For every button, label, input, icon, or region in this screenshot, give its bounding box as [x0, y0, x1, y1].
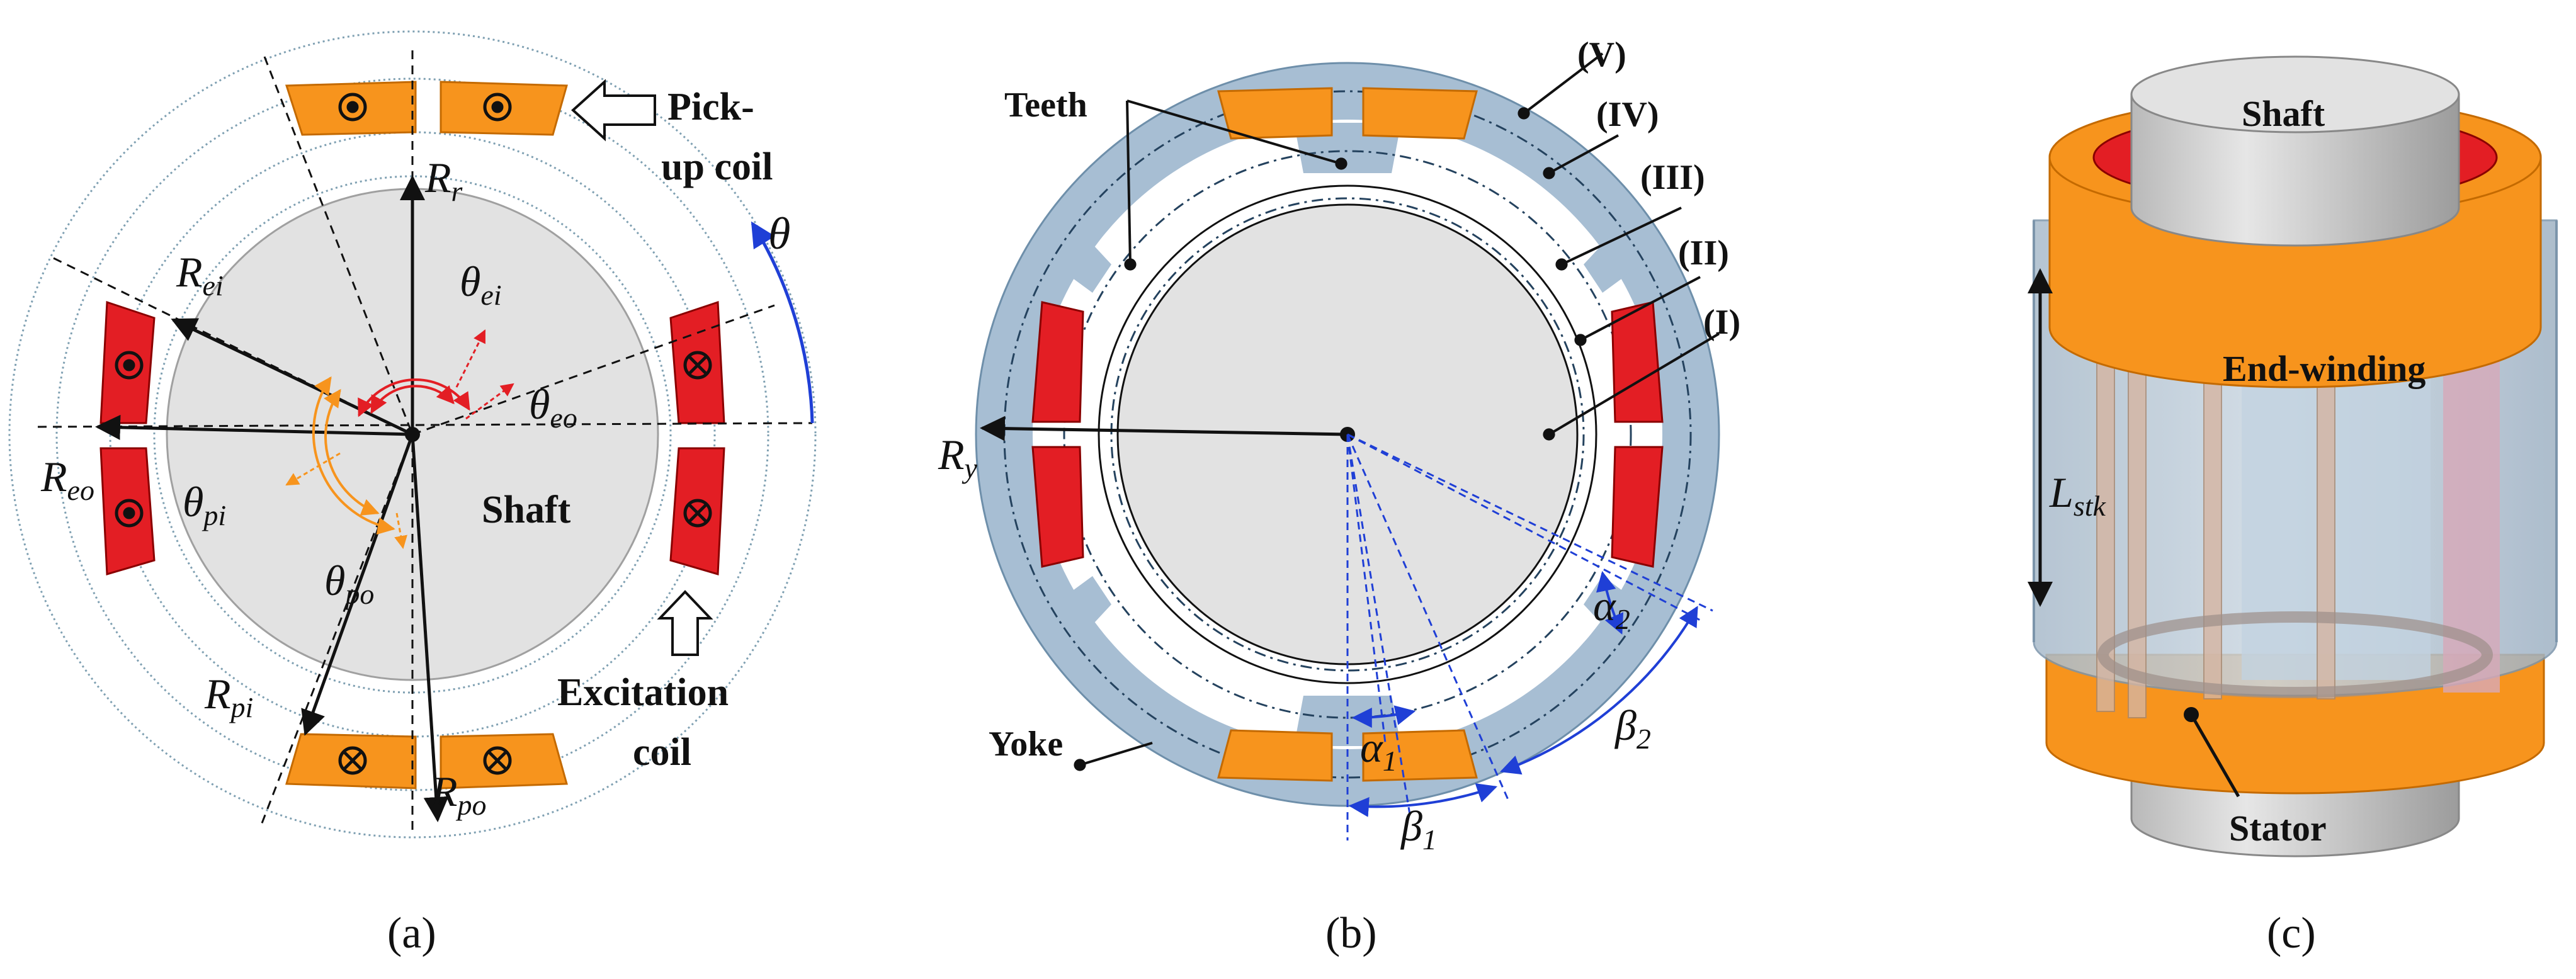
leader-lines — [1074, 52, 1720, 771]
beta1-label: β1 — [1400, 802, 1437, 856]
panel-b-excitation-coils — [1031, 301, 1664, 568]
R-pi-label: Rpi — [204, 670, 253, 723]
theta-eo-label: θeo — [529, 380, 577, 434]
theta-po-label: θpo — [324, 557, 374, 610]
region-I-label: (I) — [1703, 303, 1740, 342]
Ry-radius-arrow — [980, 416, 1348, 441]
caption-c: (c) — [2267, 909, 2316, 958]
region-IV-label: (IV) — [1596, 95, 1659, 134]
beta2-label: β2 — [1614, 701, 1651, 755]
region-V-label: (V) — [1577, 35, 1626, 74]
excitation-coil-label-line2: coil — [633, 731, 691, 774]
pickup-coil-label-line1: Pick- — [667, 86, 754, 128]
shaft-through-winding — [2130, 93, 2460, 247]
region-III-label: (III) — [1640, 158, 1705, 197]
region-II-label: (II) — [1678, 234, 1729, 273]
Lstk-label: Lstk — [2049, 468, 2107, 522]
alpha2-label: α2 — [1593, 582, 1630, 635]
dimension-arcs — [1348, 570, 1698, 817]
panel-c-shaft-label: Shaft — [2242, 93, 2325, 134]
excitation-inner-circle — [153, 175, 672, 694]
theta-label: θ — [768, 208, 790, 259]
theta-ei-label: θei — [460, 257, 502, 311]
shaft-top-face — [2130, 55, 2460, 133]
caption-a: (a) — [387, 909, 436, 958]
stator-leader — [2184, 707, 2240, 798]
R-ei-label: Rei — [176, 248, 224, 302]
center-point — [405, 427, 420, 442]
panel-c: Shaft End-winding Stator Lstk (c) — [2028, 55, 2558, 958]
excitation-coil-callout-arrow — [657, 590, 713, 656]
caption-b: (b) — [1325, 909, 1377, 958]
R-r-label: Rr — [424, 154, 463, 207]
Ry-label: Ry — [938, 431, 978, 484]
panel-b: Teeth Yoke (V) (IV) (III) (II) (I) Ry α1… — [938, 35, 1740, 958]
outer-boundary-circle — [8, 30, 817, 839]
R-eo-label: Reo — [40, 453, 94, 506]
current-in-symbol — [338, 351, 712, 775]
panel-b-pickup-coils — [1217, 87, 1478, 782]
yoke-label: Yoke — [989, 725, 1063, 764]
angle-pointers — [285, 329, 514, 550]
pickup-coil-top-right — [440, 81, 568, 136]
stator-inner-curve — [2097, 611, 2493, 698]
inner-coil-sides — [2242, 353, 2500, 693]
shaft-label: Shaft — [482, 489, 571, 531]
panel-a: Pick- up coil Excitation coil Shaft θ Rr… — [8, 30, 817, 958]
angle-construction-lines — [1346, 433, 1713, 840]
pickup-coil-bottom-right — [440, 733, 568, 789]
pickup-coil-callout-arrow — [571, 79, 656, 142]
alpha1-label: α1 — [1360, 723, 1397, 777]
pickup-outer-circle — [55, 77, 769, 791]
panel-c-stator-label: Stator — [2229, 808, 2327, 849]
angle-arcs — [312, 376, 470, 535]
teeth-label: Teeth — [1004, 86, 1087, 125]
current-out-symbol — [115, 93, 512, 528]
pickup-coil-label-line2: up coil — [661, 145, 773, 188]
R-po-label: Rpo — [431, 767, 487, 821]
theta-direction-arc — [751, 221, 814, 424]
theta-pi-label: θpi — [183, 478, 226, 531]
excitation-coil-label-line1: Excitation — [557, 671, 729, 714]
end-winding-label: End-winding — [2223, 348, 2426, 389]
